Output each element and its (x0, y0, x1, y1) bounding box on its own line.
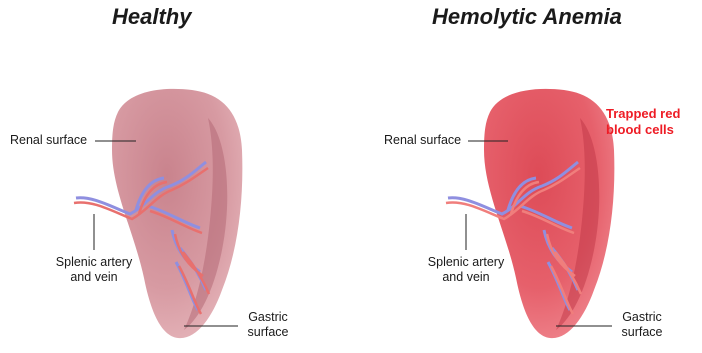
anemia-spleen (446, 89, 614, 338)
healthy-splenic-label-line1: Splenic artery (42, 255, 146, 270)
anemia-gastric-label: Gastric surface (612, 310, 672, 340)
healthy-spleen (74, 89, 242, 338)
healthy-renal-surface-label: Renal surface (10, 133, 87, 148)
anemia-splenic-label-line1: Splenic artery (414, 255, 518, 270)
trapped-note-line1: Trapped red (606, 106, 702, 122)
healthy-gastric-label: Gastric surface (238, 310, 298, 340)
trapped-red-blood-cells-note: Trapped red blood cells (606, 106, 702, 138)
healthy-splenic-label-line2: and vein (42, 270, 146, 285)
anemia-renal-surface-label: Renal surface (384, 133, 461, 148)
healthy-splenic-label: Splenic artery and vein (42, 255, 146, 285)
anemia-splenic-label-line2: and vein (414, 270, 518, 285)
trapped-note-line2: blood cells (606, 122, 702, 138)
healthy-gastric-label-line1: Gastric (238, 310, 298, 325)
anemia-gastric-label-line1: Gastric (612, 310, 672, 325)
anemia-splenic-label: Splenic artery and vein (414, 255, 518, 285)
healthy-gastric-label-line2: surface (238, 325, 298, 340)
anemia-gastric-label-line2: surface (612, 325, 672, 340)
